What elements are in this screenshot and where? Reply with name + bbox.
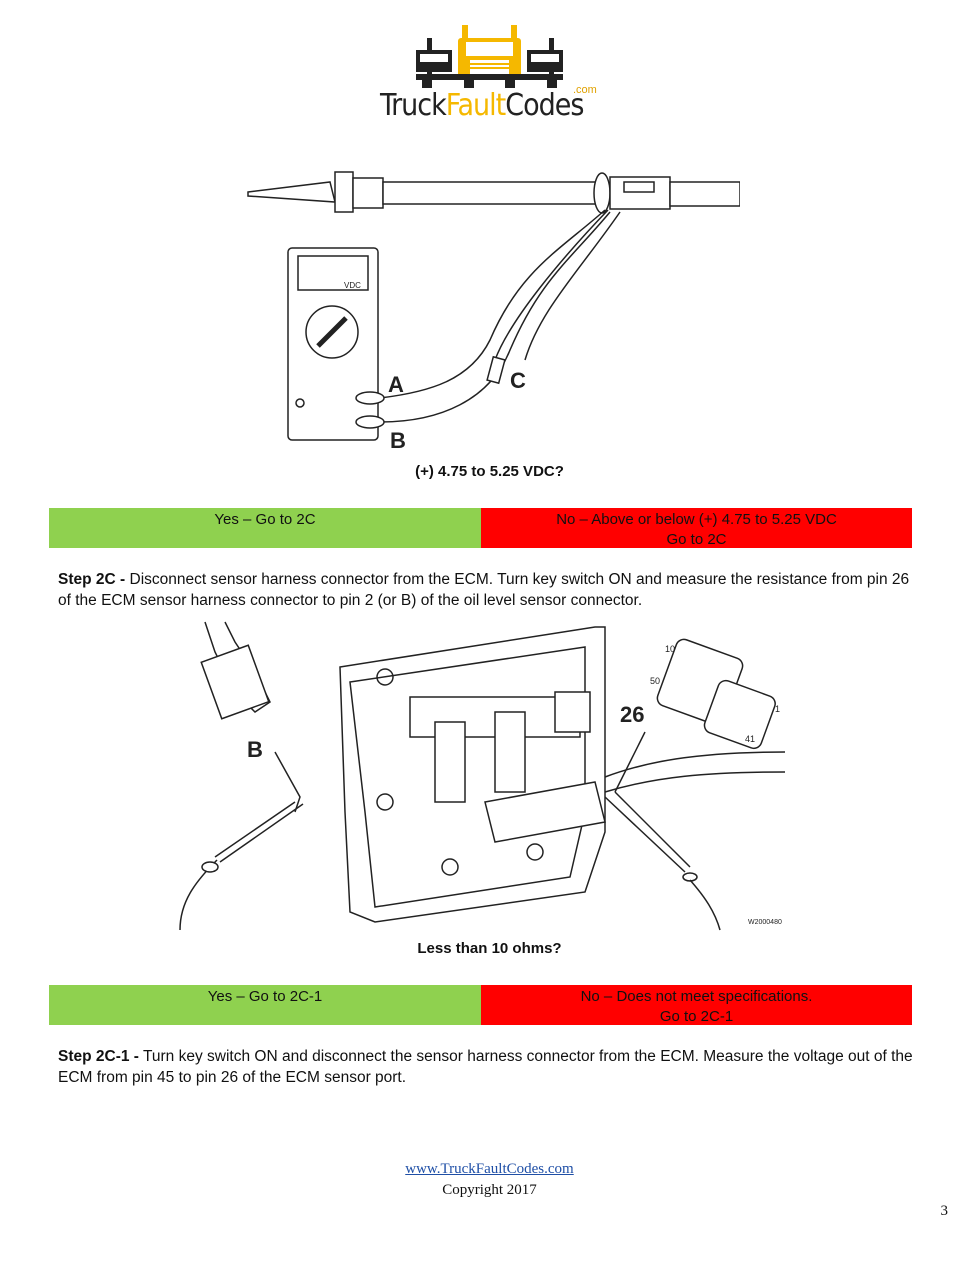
pin-1-label: 1 (775, 704, 780, 714)
label-a: A (388, 372, 404, 397)
page-number: 3 (940, 1203, 949, 1219)
answer-row-2: Yes – Go to 2C-1 No – Does not meet spec… (49, 985, 912, 1025)
pin-10-label: 10 (665, 644, 675, 654)
question-voltage: (+) 4.75 to 5.25 VDC? (415, 463, 564, 480)
step-2c-label: Step 2C - (58, 571, 126, 588)
multimeter-figure: VDC A B C (240, 160, 741, 460)
label-b-ecm: B (247, 737, 263, 762)
question-resistance: Less than 10 ohms? (417, 940, 562, 957)
step-2c-text: Disconnect sensor harness connector from… (58, 571, 910, 609)
answer-no-2: No – Does not meet specifications. Go to… (481, 985, 912, 1025)
figure-ref-code: W2000480 (748, 919, 782, 926)
label-b: B (390, 428, 406, 453)
brand-com: .com (573, 84, 597, 96)
meter-unit-label: VDC (344, 281, 361, 290)
brand-wordmark: TruckFaultCodes (380, 88, 600, 128)
brand-truck: Truck (380, 88, 447, 123)
brand-codes: Codes (505, 88, 584, 123)
answer-no-1: No – Above or below (+) 4.75 to 5.25 VDC… (481, 508, 912, 548)
pin-50-label: 50 (650, 676, 660, 686)
label-c: C (510, 368, 526, 393)
answer-yes-1: Yes – Go to 2C (49, 508, 481, 548)
footer-copyright: Copyright 2017 (442, 1182, 537, 1198)
answer-yes-2-text: Yes – Go to 2C-1 (207, 988, 323, 1005)
answer-yes-2: Yes – Go to 2C-1 (49, 985, 481, 1025)
step-2c-1-text: Turn key switch ON and disconnect the se… (58, 1048, 913, 1086)
step-2c-1: Step 2C-1 - Turn key switch ON and disco… (58, 1046, 918, 1088)
step-2c-1-label: Step 2C-1 - (58, 1048, 139, 1065)
answer-row-1: Yes – Go to 2C No – Above or below (+) 4… (49, 508, 912, 548)
answer-yes-1-text: Yes – Go to 2C (214, 511, 316, 528)
truck-logo-icon (412, 20, 567, 95)
answer-no-2-line1: No – Does not meet specifications. (580, 988, 813, 1005)
step-2c: Step 2C - Disconnect sensor harness conn… (58, 569, 918, 611)
answer-no-1-line2: Go to 2C (666, 531, 727, 548)
pin-41-label: 41 (745, 734, 755, 744)
footer-website-link[interactable]: www.TruckFaultCodes.com (405, 1161, 574, 1177)
ecm-figure: B 26 10 50 1 41 W2000480 (175, 612, 790, 937)
label-26: 26 (620, 702, 644, 727)
answer-no-2-line2: Go to 2C-1 (659, 1008, 734, 1025)
brand-fault: Fault (445, 88, 506, 123)
answer-no-1-line1: No – Above or below (+) 4.75 to 5.25 VDC (556, 511, 837, 528)
